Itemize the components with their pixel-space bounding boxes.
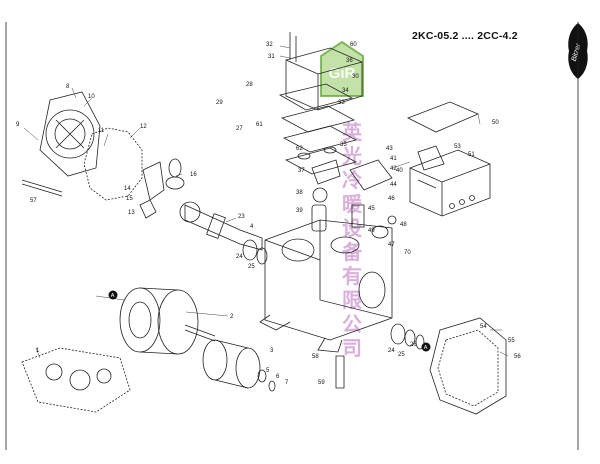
watermark-char: 暖: [342, 192, 362, 216]
callout-43: 43: [386, 146, 393, 152]
callout-36: 36: [346, 58, 353, 64]
callout-10: 10: [88, 94, 95, 100]
motor-rotor: [202, 339, 261, 389]
end-cover-gasket: [83, 127, 143, 201]
watermark-char: 设: [342, 216, 362, 240]
callout-45: 45: [368, 206, 375, 212]
callout-59: 59: [318, 380, 325, 386]
callout-23: 23: [238, 214, 245, 220]
callout-27: 27: [236, 126, 243, 132]
callout-5: 5: [266, 368, 270, 374]
callout-25b: 25: [398, 352, 405, 358]
callout-61: 61: [256, 122, 263, 128]
model-range-title: 2KC-05.2 .... 2CC-4.2: [412, 30, 518, 42]
callout-53: 53: [454, 144, 461, 150]
callout-51: 51: [468, 152, 475, 158]
callout-55: 55: [508, 338, 515, 344]
callout-42: 42: [390, 166, 397, 172]
watermark-char: 有: [342, 264, 362, 288]
head-gasket-stack: [278, 83, 358, 175]
callout-41: 41: [390, 156, 397, 162]
callout-46: 46: [388, 196, 395, 202]
callout-37: 37: [298, 168, 305, 174]
callout-24: 24: [236, 254, 243, 260]
valve-parts: [311, 159, 397, 239]
crankcase: [259, 219, 393, 353]
callout-1: 1: [36, 348, 40, 354]
callout-16: 16: [190, 172, 197, 178]
callout-13: 13: [128, 210, 135, 216]
callout-3: 3: [270, 348, 274, 354]
watermark-logo: GiR: [320, 40, 364, 97]
callout-25: 25: [248, 264, 255, 270]
callout-32: 32: [266, 42, 273, 48]
callout-60: 60: [350, 42, 357, 48]
callout-35: 35: [340, 142, 347, 148]
callout-29: 29: [216, 100, 223, 106]
callout-4: 4: [250, 224, 254, 230]
side-cover: [429, 317, 507, 415]
callout-40: 40: [396, 168, 403, 174]
svg-text:A: A: [111, 293, 115, 299]
callout-49: 49: [368, 228, 375, 234]
watermark-char: 英: [342, 120, 362, 144]
callout-30: 30: [352, 74, 359, 80]
callout-47: 47: [388, 242, 395, 248]
motor-stator: [119, 287, 216, 355]
callout-58: 58: [312, 354, 319, 360]
callout-70: 70: [404, 250, 411, 256]
callout-14: 14: [124, 186, 131, 192]
gasket-set: [21, 347, 131, 413]
watermark-char: 冷: [342, 168, 362, 192]
callout-38: 38: [296, 190, 303, 196]
callout-24b: 24: [388, 348, 395, 354]
callout-34: 34: [342, 88, 349, 94]
callout-a-right: A: [421, 342, 431, 352]
bearing-parts: [139, 158, 185, 219]
callout-44: 44: [390, 182, 397, 188]
callout-9: 9: [16, 122, 20, 128]
callout-56: 56: [514, 354, 521, 360]
callout-31: 31: [268, 54, 275, 60]
callout-33: 33: [338, 100, 345, 106]
callout-50: 50: [492, 120, 499, 126]
callout-6: 6: [276, 374, 280, 380]
callout-48: 48: [400, 222, 407, 228]
callout-2: 2: [230, 314, 234, 320]
end-cover: [39, 91, 101, 177]
callout-a-left: A: [108, 290, 118, 300]
callout-57: 57: [30, 198, 37, 204]
callout-12: 12: [140, 124, 147, 130]
callout-62: 62: [296, 146, 303, 152]
callout-26: 26: [410, 342, 417, 348]
watermark-char: 限: [342, 288, 362, 312]
callouts: 1 2 3 4 5 6 7 8 9 10 11 12 13 14 15 16 2…: [16, 42, 521, 386]
callout-28: 28: [246, 82, 253, 88]
callout-15: 15: [126, 196, 133, 202]
callout-7: 7: [285, 380, 289, 386]
cylinder-head: [285, 32, 363, 111]
terminal-box: [407, 101, 491, 217]
callout-11: 11: [98, 128, 105, 134]
watermark-char: 光: [342, 144, 362, 168]
bitzer-logo-text: Bitzer: [571, 42, 583, 62]
crankshaft: [179, 201, 263, 251]
callout-39: 39: [296, 208, 303, 214]
watermark-char: 司: [342, 336, 362, 360]
svg-text:A: A: [424, 345, 428, 351]
callout-8: 8: [66, 84, 70, 90]
callout-54: 54: [480, 324, 487, 330]
